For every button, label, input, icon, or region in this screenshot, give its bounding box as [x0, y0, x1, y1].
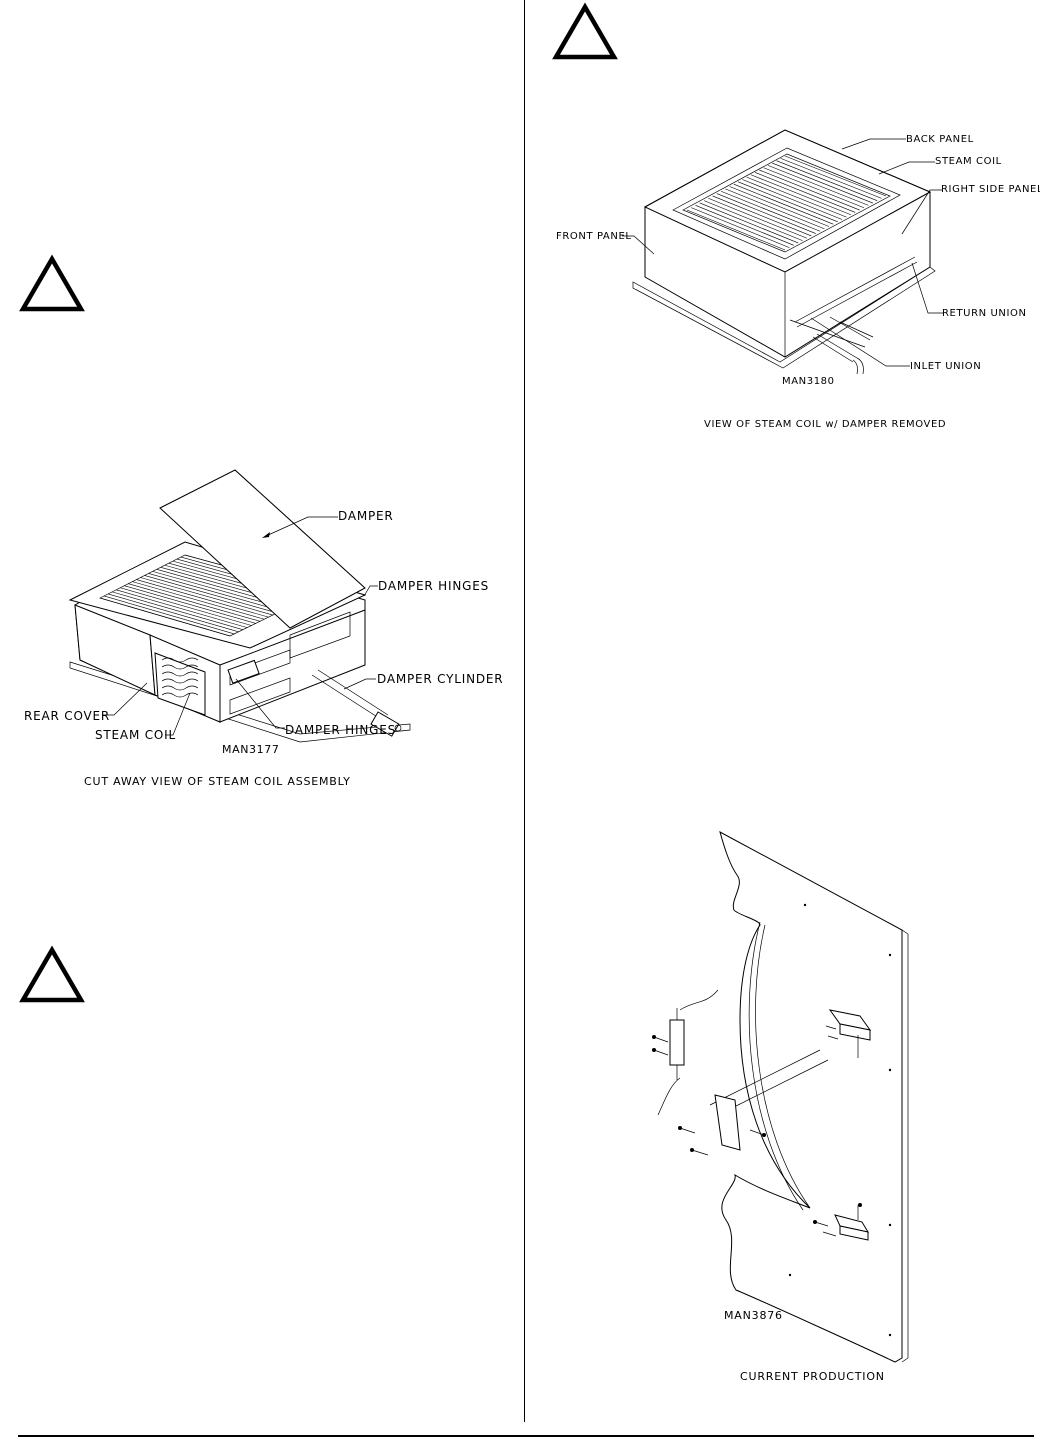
- leader-line: [343, 678, 376, 690]
- coil-fin-line: [784, 155, 887, 197]
- coil-fin-line: [136, 579, 269, 618]
- coil-fin-line: [767, 165, 869, 206]
- coil-fin-line: [140, 577, 273, 616]
- coil-fin-line: [742, 179, 843, 220]
- coil-fin-line: [128, 583, 261, 622]
- leader-line: [165, 692, 191, 736]
- coil-fin-line: [772, 162, 873, 204]
- coil-fin-line: [144, 575, 278, 614]
- coil-fin-line: [780, 158, 882, 199]
- leader-line: [841, 138, 906, 150]
- coil-fin-line: [703, 200, 803, 241]
- right-side-panel-label: RIGHT SIDE PANEL: [941, 184, 1040, 195]
- coil-fin-line: [112, 591, 243, 631]
- coil-fin-line: [729, 186, 830, 227]
- steam-coil-assembly-drawing: [68, 469, 411, 743]
- coil-fin-line: [699, 202, 799, 244]
- coil-fin-line: [686, 209, 786, 251]
- drawing-code: MAN3876: [724, 1309, 783, 1322]
- coil-fin-line: [116, 589, 248, 628]
- damper-label: DAMPER: [338, 509, 394, 523]
- leader-line: [911, 262, 943, 314]
- column-divider: [524, 0, 525, 1422]
- coil-fin-line: [755, 172, 856, 213]
- coil-fin-line: [712, 195, 812, 237]
- damper-hinges-top-label: DAMPER HINGES: [378, 579, 489, 593]
- drawing-code: MAN3177: [222, 743, 280, 756]
- steam-coil-label: STEAM COIL: [95, 728, 176, 742]
- coil-fin-line: [148, 573, 282, 612]
- figure-caption: VIEW OF STEAM COIL w/ DAMPER REMOVED: [704, 419, 947, 430]
- leader-line: [810, 317, 910, 367]
- coil-fin-line: [120, 587, 252, 626]
- footer-rule: [18, 1435, 1034, 1437]
- coil-fin-line: [99, 597, 231, 637]
- coil-fin-line: [759, 169, 860, 211]
- coil-fin-line: [132, 581, 265, 620]
- damper-panel-drawing: [652, 831, 909, 1363]
- leader-line: [262, 516, 338, 538]
- damper-cylinder-label: DAMPER CYLINDER: [377, 672, 504, 686]
- leader-line: [901, 189, 942, 235]
- coil-fin-line: [103, 595, 235, 635]
- steam-coil-drawing: [632, 129, 936, 375]
- figure-caption: CURRENT PRODUCTION: [740, 1370, 885, 1383]
- inlet-union-label: INLET UNION: [910, 361, 982, 372]
- coil-fin-line: [716, 193, 816, 234]
- leader-line: [235, 678, 285, 729]
- coil-fin-line: [708, 197, 808, 239]
- coil-fin-line: [124, 585, 256, 624]
- warning-triangle-icon: [19, 254, 85, 312]
- coil-fin-line: [738, 181, 838, 223]
- figure-caption: CUT AWAY VIEW OF STEAM COIL ASSEMBLY: [84, 775, 351, 788]
- coil-fin-line: [776, 160, 878, 201]
- coil-fin-line: [725, 188, 825, 230]
- steam-coil-label: STEAM COIL: [935, 156, 1002, 167]
- coil-fin-line: [695, 205, 794, 246]
- return-union-label: RETURN UNION: [942, 308, 1027, 319]
- coil-fin-line: [750, 174, 851, 216]
- rear-cover-label: REAR COVER: [24, 709, 111, 723]
- leader-line: [102, 682, 148, 716]
- front-panel-label: FRONT PANEL: [556, 231, 632, 242]
- coil-fin-line: [733, 183, 834, 225]
- coil-fin-line: [691, 207, 790, 248]
- back-panel-label: BACK PANEL: [906, 134, 974, 145]
- drawing-code: MAN3180: [782, 376, 835, 387]
- leader-line: [363, 585, 378, 597]
- coil-fin-line: [720, 190, 821, 232]
- coil-fin-line: [108, 593, 239, 633]
- damper-hinges-bottom-label: DAMPER HINGES: [285, 723, 396, 737]
- warning-triangle-icon: [552, 2, 618, 60]
- coil-fin-line: [763, 167, 865, 209]
- coil-fin-line: [746, 176, 847, 218]
- leader-line: [878, 161, 935, 175]
- leader-line: [622, 235, 655, 255]
- warning-triangle-icon: [19, 945, 85, 1003]
